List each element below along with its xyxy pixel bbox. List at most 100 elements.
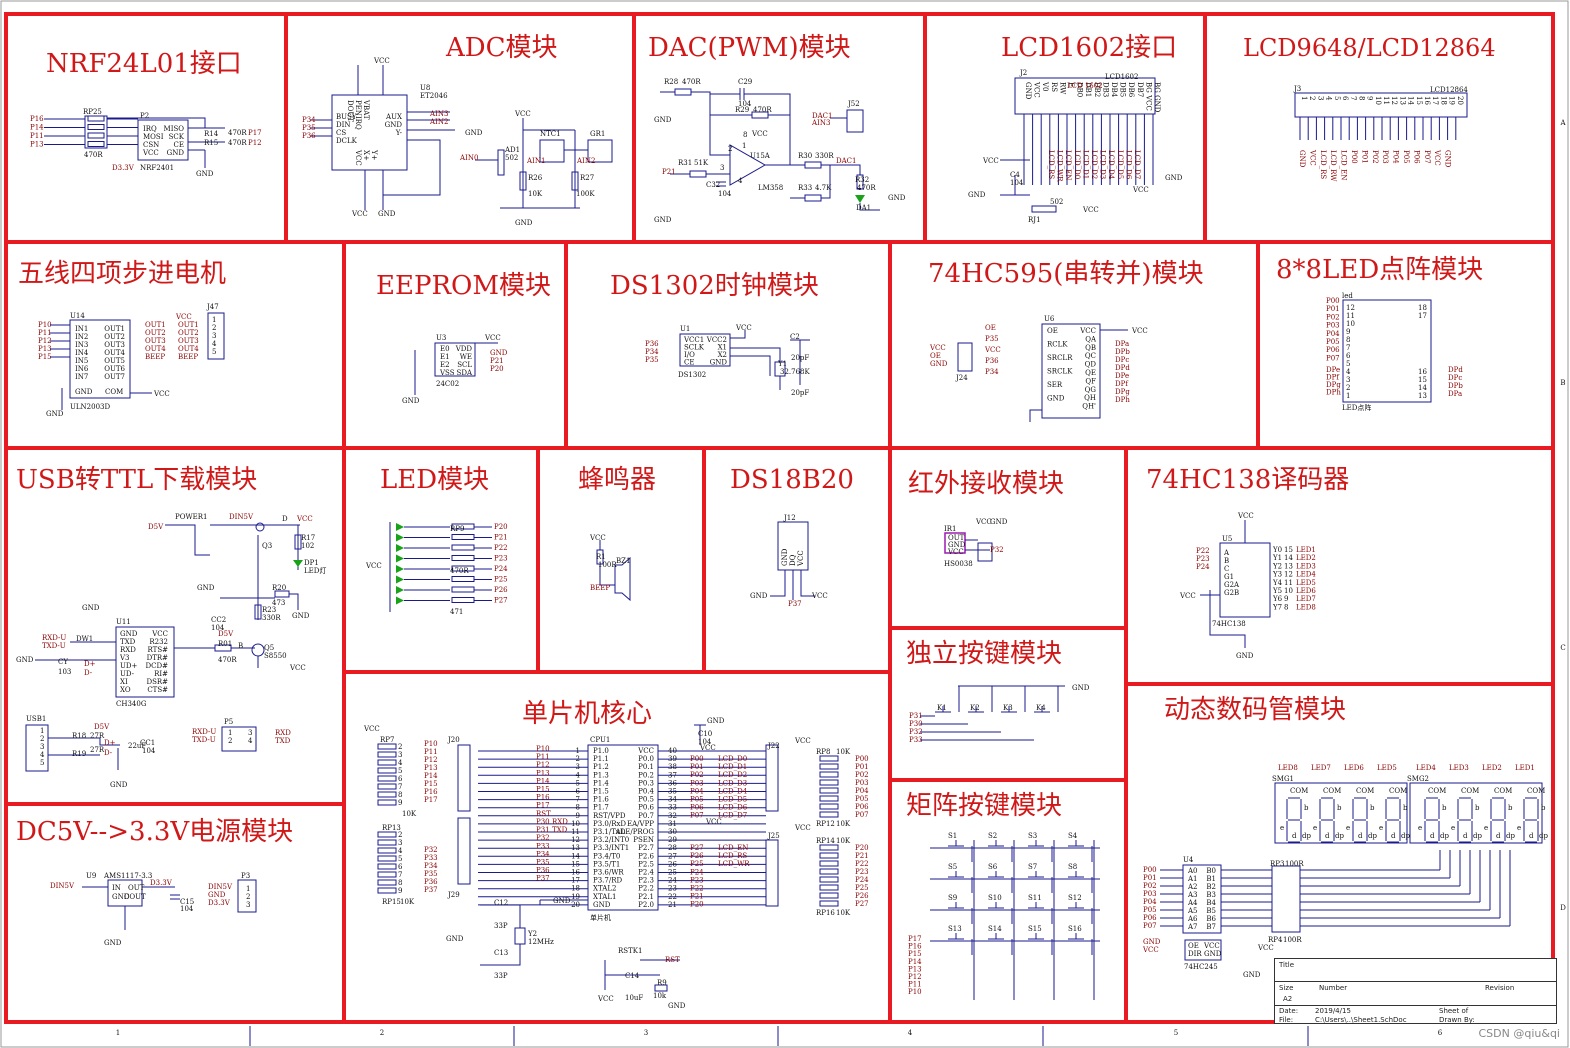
pin-number: 9 [1284, 595, 1288, 603]
zone-row-label: B [1560, 379, 1565, 387]
pin-label: P2.2 [638, 885, 654, 893]
value-label: 10K [836, 837, 851, 845]
panel-ds18b20: DS18B20 [704, 448, 890, 672]
pin-label: QE [1085, 369, 1096, 377]
pin-label: IN2 [75, 333, 88, 341]
pin-number: 20 [571, 901, 580, 909]
ref-label: K3 [1003, 704, 1013, 712]
pin-label: WE [460, 353, 472, 361]
ref-label: C15 [180, 898, 194, 906]
ref-label: C12 [494, 899, 508, 907]
pin-number: 4 [248, 737, 253, 745]
pin-label: B1 [1206, 875, 1216, 883]
net-label: P04 [1392, 150, 1400, 164]
pin-number: 16 [1418, 368, 1427, 376]
ref-label: DP1 [304, 559, 319, 567]
net-label: D5V [148, 523, 164, 531]
seg-label: b [1370, 804, 1375, 812]
pin-label: QF [1085, 377, 1096, 385]
net-label: P00 [1350, 150, 1358, 164]
pin-label: B [1224, 557, 1229, 565]
seg-label: dp [1401, 832, 1410, 840]
pin-number: 2 [576, 755, 580, 763]
net-label: P06 [1143, 914, 1157, 922]
value-label: 104 [718, 190, 732, 198]
net-label: P34 [536, 850, 550, 858]
pin-label: Y6 [1272, 595, 1283, 603]
pin-label: P1.3 [593, 771, 609, 779]
ref-label: RJ1 [1028, 216, 1041, 224]
seg-label: b [1508, 804, 1513, 812]
panel-nrf24l01: NRF24L01接口 [4, 12, 286, 242]
ref-label: NTC1 [540, 130, 561, 138]
pin-label: COM [1527, 787, 1545, 795]
tb-number: Number [1319, 984, 1348, 992]
pin-label: SRCLK [1047, 368, 1073, 376]
net-label: DPb [1115, 348, 1130, 356]
pin-label: A1 [1187, 875, 1198, 883]
pin-number: 8 [398, 791, 402, 799]
net-label: P15 [424, 780, 438, 788]
net-label: RXD-U [192, 728, 216, 736]
ref-label: R14 [204, 130, 219, 138]
net-label: VCC [929, 344, 946, 352]
pin-number: 4 [398, 847, 403, 855]
panel-stepper: 五线四项步进电机 [4, 242, 344, 448]
pin-label: COM [1290, 787, 1308, 795]
value-label: 10K [402, 810, 417, 818]
pin-number: 36 [668, 779, 677, 787]
pin-label: P2.7 [638, 844, 654, 852]
pin-label: MISO [164, 125, 185, 133]
pin-label: A [1223, 549, 1230, 557]
net-label: P20 [490, 365, 504, 373]
net-label: LED4 [1416, 764, 1436, 772]
pin-label: OUT2 [104, 333, 125, 341]
net-label: LED7 [1296, 595, 1316, 603]
pin-number: 20 [1456, 96, 1464, 105]
pin-number: 15 [1415, 96, 1423, 105]
net-label: P13 [38, 345, 52, 353]
pin-number: 2 [212, 324, 216, 332]
net-label: P07 [1326, 354, 1340, 362]
pin-label: DQ [789, 554, 797, 566]
pin-label: B6 [1206, 915, 1216, 923]
ref-label: J52 [847, 100, 860, 108]
net-label: P13 [536, 769, 550, 777]
panel-title: DS18B20 [730, 465, 854, 495]
value-label: 470R [228, 139, 247, 147]
net-label: P21 [855, 852, 869, 860]
net-label: DIN5V [229, 513, 254, 521]
net-label: VCC [984, 346, 1001, 354]
nrf-circuit [44, 115, 225, 168]
net-label: LCD_RS [1319, 150, 1327, 179]
zone-col-label: 3 [644, 1029, 648, 1037]
pin-number: 31 [668, 820, 677, 828]
net-label: LED8 [1296, 603, 1316, 611]
seg-label: dp [1473, 832, 1482, 840]
ref-label: C10 [698, 730, 712, 738]
seg-label: d [1430, 832, 1435, 840]
pin-label: C [1224, 565, 1229, 573]
net-label: DPb [1448, 382, 1463, 390]
ref-label: C13 [494, 949, 508, 957]
net-label: OUT1 [178, 321, 199, 329]
value-label: 470R [84, 151, 103, 159]
pin-number: 19 [1448, 96, 1456, 105]
value-label: 100R [1285, 860, 1304, 868]
net-label: P15 [38, 353, 52, 361]
pin-label: XI [120, 678, 128, 686]
part-label: 24C02 [436, 380, 459, 388]
net-label: D+ [104, 739, 116, 747]
pin-label: DB4 [1110, 82, 1118, 98]
ref-label: BZ1 [616, 557, 630, 565]
pin-label: Y3 [1272, 571, 1282, 579]
pin-number: 14 [571, 852, 580, 860]
gnd-label: GND [515, 219, 533, 227]
pin-label: A3 [1187, 891, 1198, 899]
value-label: 10uF [625, 994, 643, 1002]
pin-label: VCC [142, 149, 159, 157]
seg-label: b [1475, 804, 1480, 812]
pin-label: COM [1389, 787, 1407, 795]
value-label: 470R [682, 78, 701, 86]
panel-usbttl: USB转TTL下载模块 [4, 448, 344, 804]
